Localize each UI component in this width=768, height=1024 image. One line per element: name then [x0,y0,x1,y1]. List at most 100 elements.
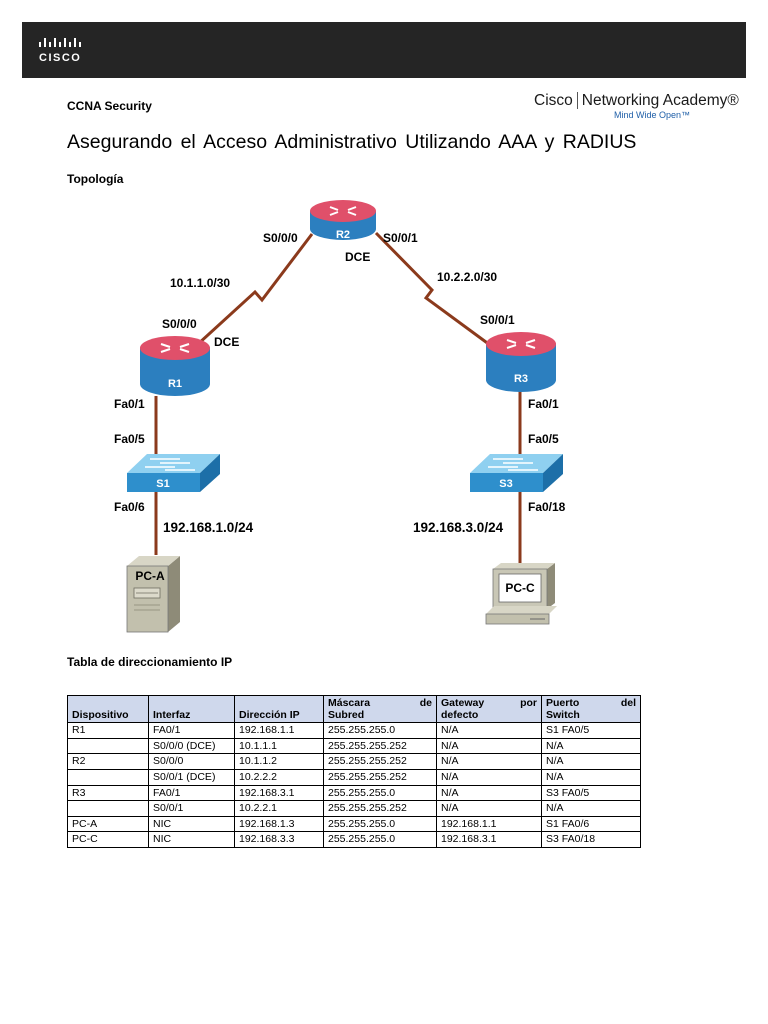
cell-ip: 10.2.2.1 [234,800,324,817]
academy-cisco: Cisco [534,92,578,109]
section-topology-heading: Topología [67,172,124,186]
course-name: CCNA Security [67,99,152,113]
cell-gateway: N/A [436,753,542,770]
cell-ip: 10.1.1.1 [234,737,324,755]
link-r2-r3 [374,231,491,347]
cell-gateway: 192.168.3.1 [436,831,542,848]
cell-switch-port: N/A [541,768,641,786]
label-r2-dce: DCE [345,250,370,264]
cell-mask: 255.255.255.0 [323,784,437,802]
cell-gateway: 192.168.1.1 [436,815,542,833]
cell-device: PC-C [67,831,149,848]
header-mask: Máscara de Subred [323,694,437,724]
cell-switch-port: N/A [541,753,641,770]
cell-device [67,800,149,817]
pc-a-icon: PC-A [126,556,180,633]
cell-gateway: N/A [436,800,542,817]
label-s1-fa05: Fa0/5 [114,432,145,446]
cell-device [67,737,149,755]
cell-switch-port: N/A [541,737,641,755]
cell-ip: 10.2.2.2 [234,768,324,786]
switch-s3-label: S3 [499,478,512,490]
cell-mask: 255.255.255.252 [323,768,437,786]
table-row: PC-C NIC 192.168.3.3 255.255.255.0 192.1… [67,831,641,848]
cell-switch-port: S1 FA0/6 [541,815,641,833]
switch-s1-label: S1 [156,478,169,490]
document-title: Asegurando el Acceso Administrativo Util… [67,131,637,153]
cell-interface: NIC [148,815,235,833]
label-r2-s001: S0/0/1 [383,231,418,245]
header-device: Dispositivo [67,694,149,724]
router-r2-icon: R2 [310,200,376,241]
cell-mask: 255.255.255.0 [323,815,437,833]
label-lan3: 192.168.3.0/24 [413,520,504,535]
cisco-bars-icon [39,38,81,47]
header-mask-word1: Máscara [328,697,371,709]
cell-device [67,768,149,786]
header-port-word1: Puerto [546,697,580,709]
label-net-r1r2: 10.1.1.0/30 [170,276,230,290]
cell-mask: 255.255.255.0 [323,722,437,739]
table-row: PC-A NIC 192.168.1.3 255.255.255.0 192.1… [67,815,641,833]
header-port-word3: Switch [546,709,580,722]
switch-s3-icon: S3 [470,454,563,492]
cell-gateway: N/A [436,784,542,802]
label-r1-fa01: Fa0/1 [114,397,145,411]
header-ip: Dirección IP [234,694,324,724]
cell-interface: S0/0/1 [148,800,235,817]
table-row: S0/0/1 10.2.2.1 255.255.255.252 N/A N/A [67,800,641,817]
label-s1-fa06: Fa0/6 [114,500,145,514]
label-r3-s001: S0/0/1 [480,313,515,327]
cell-mask: 255.255.255.252 [323,753,437,770]
cell-gateway: N/A [436,768,542,786]
cell-ip: 10.1.1.2 [234,753,324,770]
label-lan1: 192.168.1.0/24 [163,520,254,535]
cell-device: R2 [67,753,149,770]
link-r1-r2 [184,233,314,357]
cell-ip: 192.168.3.1 [234,784,324,802]
cell-mask: 255.255.255.0 [323,831,437,848]
cell-interface: FA0/1 [148,784,235,802]
cell-interface: FA0/1 [148,722,235,739]
pc-a-label: PC-A [135,569,165,583]
cell-ip: 192.168.1.3 [234,815,324,833]
label-r1-s000: S0/0/0 [162,317,197,331]
cell-switch-port: S1 FA0/5 [541,722,641,739]
table-row: S0/0/0 (DCE) 10.1.1.1 255.255.255.252 N/… [67,737,641,755]
header-gw-word2: por [520,697,537,709]
pc-c-label: PC-C [505,581,535,595]
cell-interface: NIC [148,831,235,848]
cisco-wordmark: CISCO [39,52,82,64]
label-r1-dce: DCE [214,335,239,349]
ip-address-table: Dispositivo Interfaz Dirección IP Máscar… [67,694,641,848]
header-bar: CISCO [22,22,746,78]
cell-interface: S0/0/1 (DCE) [148,768,235,786]
header-mask-word2: de [419,697,432,709]
header-gw-word1: Gateway [441,697,485,709]
cell-gateway: N/A [436,722,542,739]
router-r3-label: R3 [514,373,528,385]
cell-ip: 192.168.1.1 [234,722,324,739]
table-row: R3 FA0/1 192.168.3.1 255.255.255.0 N/A S… [67,784,641,802]
cell-device: PC-A [67,815,149,833]
table-header-row: Dispositivo Interfaz Dirección IP Máscar… [67,694,641,724]
cell-interface: S0/0/0 (DCE) [148,737,235,755]
router-r1-label: R1 [168,378,182,390]
academy-tagline: Mind Wide Open™ [614,110,691,120]
cell-interface: S0/0/0 [148,753,235,770]
router-r3-icon: R3 [486,332,556,392]
label-s3-fa05: Fa0/5 [528,432,559,446]
cell-switch-port: S3 FA0/5 [541,784,641,802]
section-table-heading: Tabla de direccionamiento IP [67,655,233,669]
cell-switch-port: N/A [541,800,641,817]
header-switch-port: Puerto del Switch [541,694,641,724]
label-net-r2r3: 10.2.2.0/30 [437,270,497,284]
cell-gateway: N/A [436,737,542,755]
header-mask-word3: Subred [328,709,365,722]
cell-mask: 255.255.255.252 [323,737,437,755]
label-r3-fa01: Fa0/1 [528,397,559,411]
cell-switch-port: S3 FA0/18 [541,831,641,848]
table-row: S0/0/1 (DCE) 10.2.2.2 255.255.255.252 N/… [67,768,641,786]
header-port-word2: del [620,697,636,709]
